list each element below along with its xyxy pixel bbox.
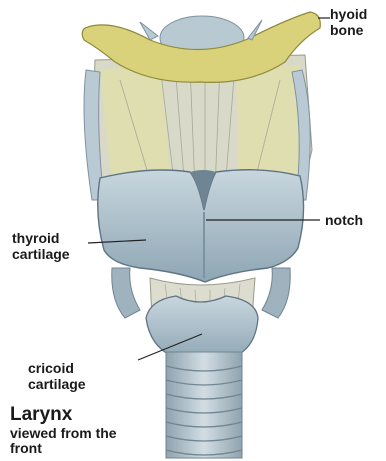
caption-subtitle: viewed from the front [10,426,140,456]
left-inferior-horn [112,268,140,318]
hyoid-label-line1: hyoid [330,6,367,22]
right-inferior-horn [262,268,290,318]
thyroid-cartilage-label: thyroid cartilage [12,230,70,262]
cricoid-label-line2: cartilage [28,376,86,392]
notch-label-text: notch [325,212,363,228]
notch-label: notch [325,212,363,228]
thyroid-label-line1: thyroid [12,230,70,246]
caption-title: Larynx [10,404,140,426]
right-thyrohyoid-region [236,62,300,180]
hyoid-label-line2: bone [330,22,367,38]
figure-caption: Larynx viewed from the front [10,404,140,456]
trachea [166,352,242,458]
thyroid-label-line2: cartilage [12,246,70,262]
hyoid-bone-label: hyoid bone [330,6,367,38]
cricoid-label-line1: cricoid [28,360,86,376]
left-thyrohyoid-region [100,62,170,185]
cricoid-cartilage-label: cricoid cartilage [28,360,86,392]
cricoid-cartilage [146,296,258,361]
